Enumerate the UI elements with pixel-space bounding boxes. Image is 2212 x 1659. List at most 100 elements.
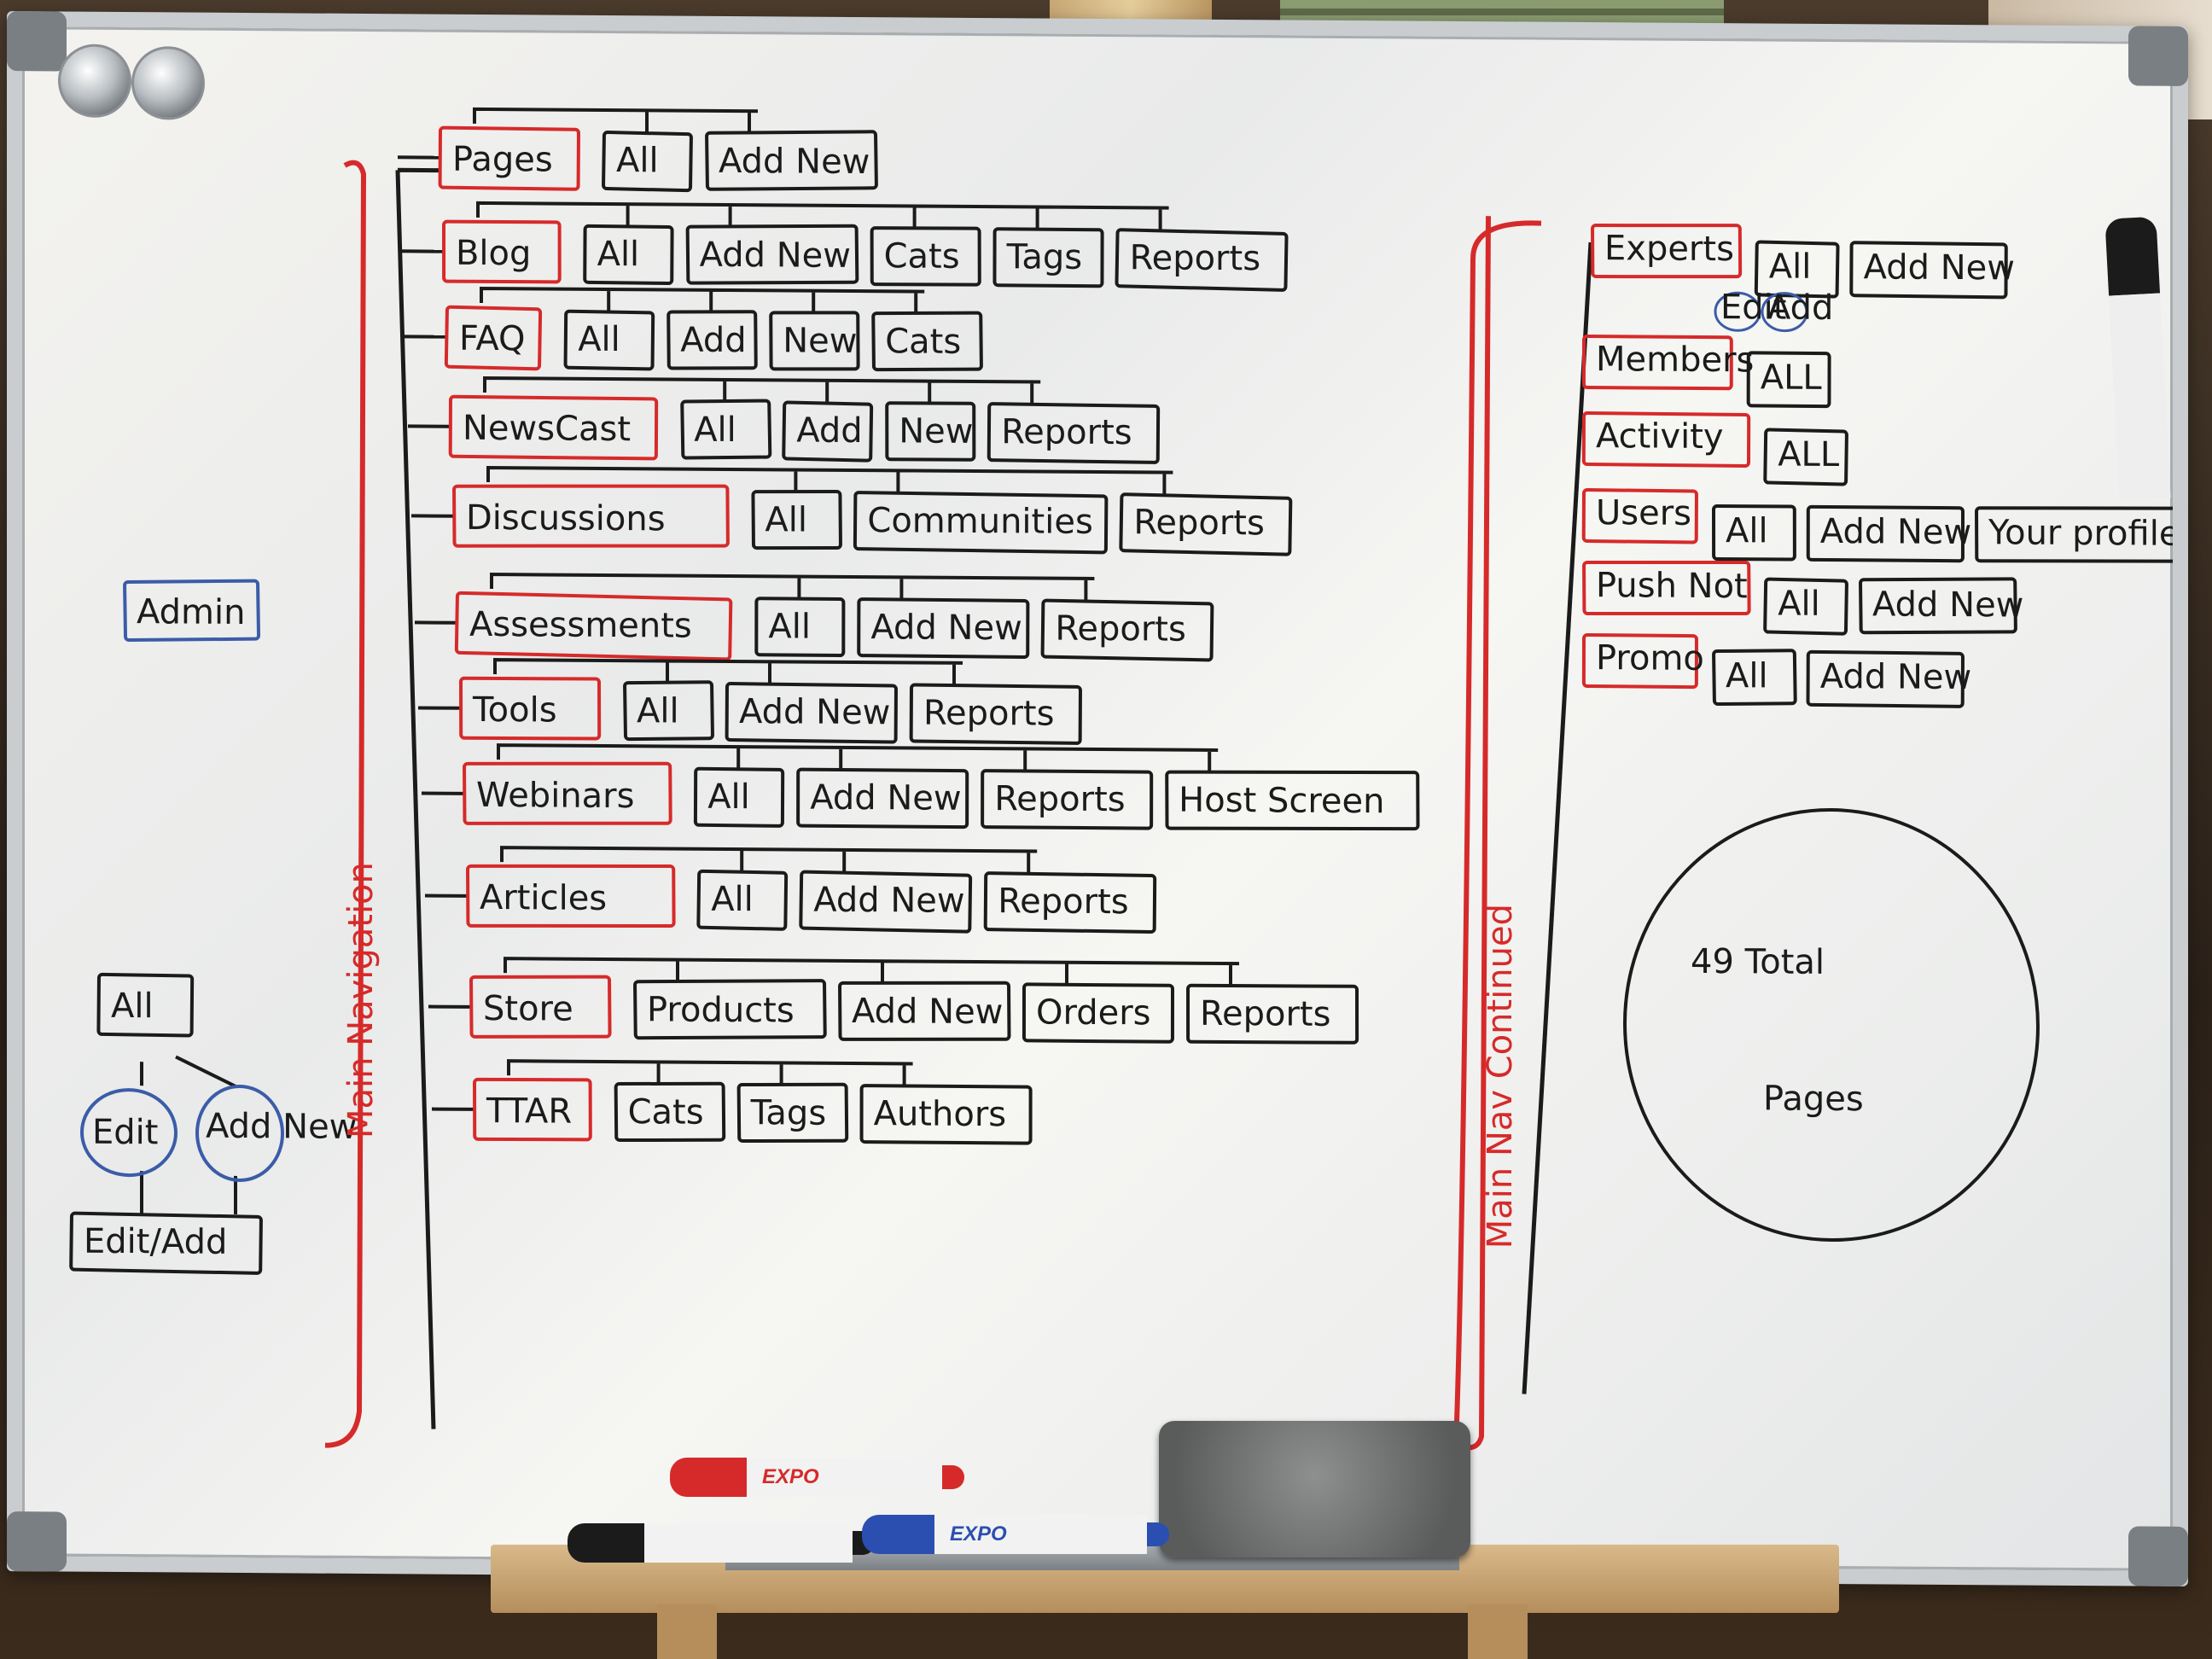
nav-parent-text: Tools — [472, 690, 557, 731]
admin-text: Admin — [137, 592, 245, 632]
cont-child-text: Add New — [1820, 657, 1971, 697]
nav-child-text: All — [768, 607, 811, 646]
whiteboard-eraser — [1159, 1421, 1470, 1557]
nav-parent-text: TTAR — [486, 1091, 572, 1132]
cont-child-text: Add New — [1820, 512, 1971, 552]
nav-row-pages: Pages All Add New — [398, 108, 876, 191]
nav-child-text: Reports — [1200, 994, 1330, 1034]
nav-child-text: Add New — [739, 692, 890, 732]
blue-marker[interactable]: EXPO — [862, 1515, 1169, 1554]
cont-parent-text: Push Not — [1596, 566, 1748, 606]
total-line1: 49 Total — [1691, 942, 1825, 982]
cont-child-text: All — [1726, 511, 1768, 550]
nav-child-text: All — [637, 691, 679, 731]
cont-child-text: All — [1769, 247, 1812, 286]
easel-leg — [657, 1604, 717, 1659]
connector-bracket — [502, 847, 1037, 873]
marker-body — [2109, 294, 2170, 501]
cont-parent-text: Experts — [1604, 229, 1734, 269]
nav-child-text: Reports — [998, 882, 1128, 922]
main-nav-continued-rows: ExpertsAllAdd NewEditAddMembersALLActivi… — [1584, 224, 2173, 708]
nav-child-text: Products — [647, 990, 795, 1030]
nav-child-text: Communities — [867, 501, 1092, 542]
admin-tree: AdminAllEditAdd NewEdit/Add — [71, 579, 357, 1274]
nav-parent-text: FAQ — [459, 319, 525, 359]
nav-child-text: Orders — [1036, 992, 1151, 1033]
nav-child-text: Add New — [810, 778, 961, 818]
cont-child-text: Add New — [1872, 585, 2023, 625]
total-circle — [1625, 808, 2038, 1241]
red-marker[interactable]: EXPO — [670, 1458, 964, 1497]
nav-child-text: New — [899, 411, 973, 451]
admin-all-text: All — [111, 987, 154, 1026]
nav-child-text: Add New — [870, 608, 1022, 648]
nav-row-tools: Tools All Add New Reports — [418, 659, 1080, 743]
cont-child-text: Add New — [1864, 247, 2015, 288]
whiteboard-drawing: PagesAllAdd NewBlogAllAdd NewCatsTagsRep… — [22, 26, 2173, 1571]
nav-child-text: Reports — [1055, 609, 1185, 649]
nav-child-text: Add — [680, 321, 746, 361]
nav-child-text: All — [616, 141, 659, 180]
marker-tip — [942, 1465, 964, 1489]
cont-row-push-not: Push Not All Add New — [1584, 562, 2023, 636]
cont-child-text: Your profile — [1988, 513, 2173, 554]
nav-row-assessments: Assessments All Add New Reports — [415, 573, 1212, 662]
admin-addnew-text: Add New — [206, 1107, 357, 1147]
nav-row-articles: Articles All Add New Reports — [425, 847, 1155, 933]
nav-child-text: Reports — [923, 694, 1054, 734]
cont-child-text: All — [1726, 656, 1768, 696]
cont-row-members: MembersALL — [1584, 336, 1830, 406]
nav-row-blog: BlogAllAdd NewCatsTagsReports — [401, 202, 1287, 290]
cont-parent-text: Activity — [1596, 416, 1724, 457]
main-nav-continued-label: Main Nav Continued — [1481, 904, 1520, 1249]
cont-child-text: All — [1778, 585, 1820, 624]
nav-child-text: Cats — [628, 1092, 704, 1132]
cont-child-text: ALL — [1761, 358, 1823, 398]
cont-child-text: ALL — [1778, 435, 1840, 475]
nav-row-faq: FAQAllAddNewCats — [405, 288, 981, 372]
nav-row-discussions: DiscussionsAllCommunitiesReports — [411, 467, 1290, 554]
marker-tip — [1147, 1522, 1169, 1546]
nav-child-text: Add New — [719, 142, 870, 182]
nav-child-text: Reports — [1130, 238, 1260, 278]
nav-child-text: Tags — [750, 1093, 827, 1133]
admin-edit-text: Edit — [92, 1113, 158, 1153]
connector-bracket — [495, 660, 963, 685]
nav-child-text: Tags — [1006, 237, 1083, 277]
cont-row-users: Users All Add New Your profile — [1584, 490, 2173, 562]
nav-child-text: All — [597, 235, 640, 274]
nav-child-text: Reports — [1001, 412, 1132, 452]
total-line2: Pages — [1763, 1079, 1864, 1119]
marker-body — [644, 1523, 853, 1563]
nav-child-text: All — [707, 777, 750, 817]
cont-parent-text: Users — [1596, 493, 1691, 533]
nav-child-text: Add New — [813, 881, 964, 921]
nav-child-text: Reports — [994, 779, 1125, 819]
main-nav-rows: PagesAllAdd NewBlogAllAdd NewCatsTagsRep… — [398, 108, 1418, 1146]
cont-parent-text: Promo — [1596, 638, 1704, 678]
nav-parent-text: Pages — [452, 140, 553, 180]
marker-cap — [670, 1458, 747, 1497]
nav-parent-text: NewsCast — [463, 409, 631, 449]
connector-bracket — [481, 288, 924, 314]
nav-row-newscast: NewsCastAllAddNewReports — [408, 377, 1158, 463]
nav-row-webinars: WebinarsAllAdd NewReportsHost Screen — [422, 744, 1418, 830]
marker-brand: EXPO — [747, 1458, 942, 1497]
nav-parent-text: Store — [483, 989, 573, 1029]
main-nav-label: Main Navigation — [341, 862, 381, 1138]
nav-parent-text: Blog — [456, 234, 531, 274]
nav-child-text: Cats — [884, 236, 960, 276]
marker-brand: EXPO — [934, 1515, 1147, 1554]
easel-leg — [1468, 1604, 1528, 1659]
nav-parent-text: Assessments — [469, 605, 692, 646]
nav-child-text: Add — [796, 411, 862, 451]
black-marker[interactable] — [568, 1523, 875, 1563]
nav-child-text: All — [578, 320, 620, 359]
nav-child-text: Cats — [885, 322, 961, 362]
cont-row-activity: Activity ALL — [1584, 413, 1847, 485]
nav-row-ttar: TTARCatsTagsAuthors — [432, 1061, 1031, 1144]
marker-cap — [862, 1515, 934, 1554]
nav-child-text: All — [711, 880, 754, 919]
sub-bubble-text: Add — [1767, 288, 1833, 328]
nav-parent-text: Articles — [480, 878, 607, 918]
